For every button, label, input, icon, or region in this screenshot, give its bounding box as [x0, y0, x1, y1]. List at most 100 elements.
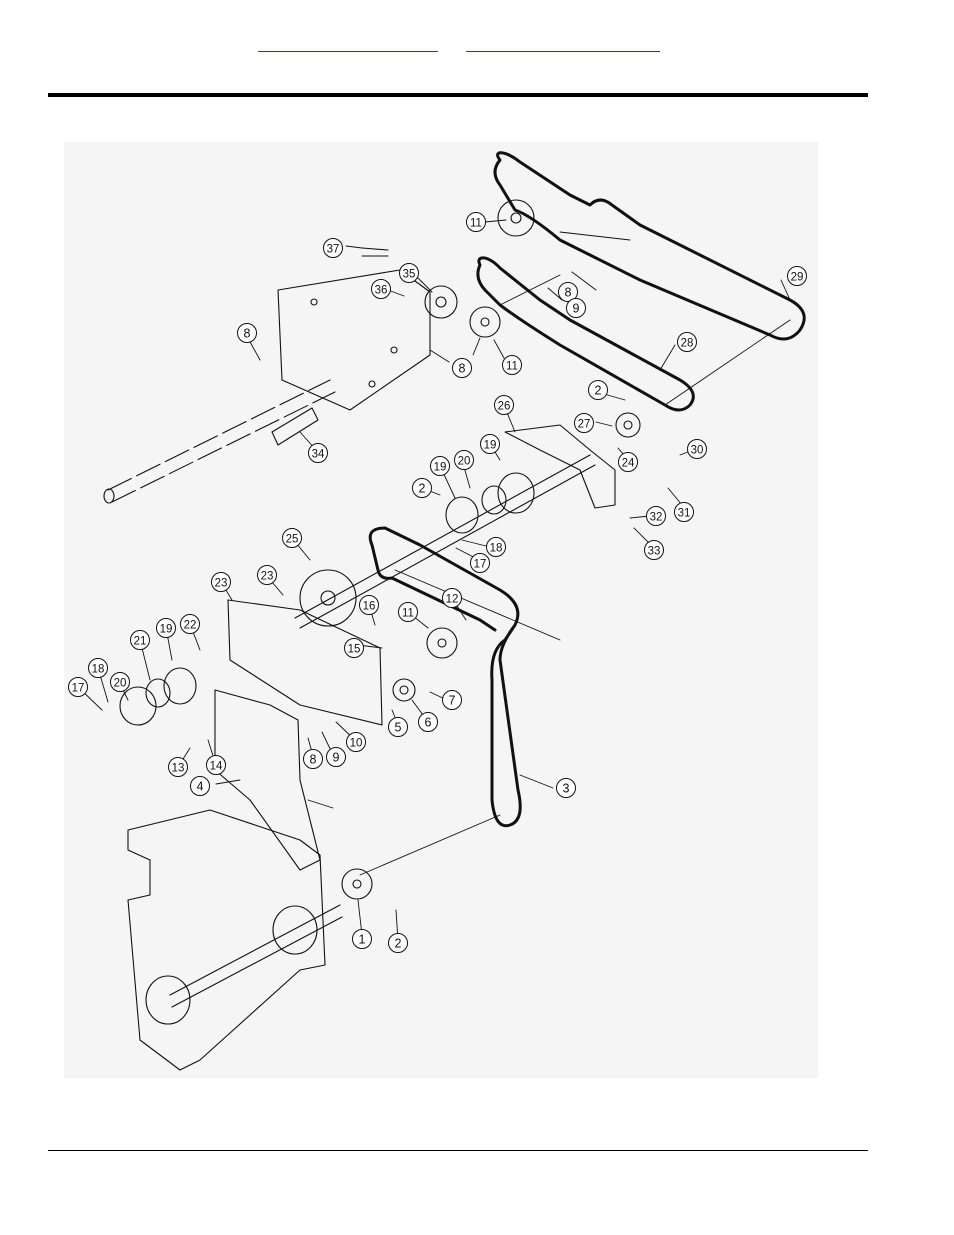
callout-29: 29 [788, 267, 807, 286]
callout-17: 17 [69, 678, 88, 697]
callout-22: 22 [181, 615, 200, 634]
callout-label: 19 [434, 462, 447, 474]
callout-23: 23 [258, 566, 277, 585]
callout-label: 29 [791, 272, 804, 284]
callout-2: 2 [389, 934, 408, 953]
callout-27: 27 [575, 414, 594, 433]
callout-11: 11 [467, 213, 486, 232]
callout-label: 5 [395, 721, 402, 735]
callout-label: 8 [310, 753, 317, 767]
callout-label: 10 [350, 738, 363, 750]
callout-label: 16 [363, 601, 376, 613]
callout-33: 33 [645, 541, 664, 560]
callout-13: 13 [169, 758, 188, 777]
callout-label: 15 [348, 644, 361, 656]
callout-label: 24 [622, 458, 635, 470]
callout-label: 17 [474, 559, 487, 571]
callout-2: 2 [413, 479, 432, 498]
callout-label: 8 [565, 286, 572, 300]
callout-label: 4 [197, 780, 204, 794]
callout-label: 20 [458, 456, 471, 468]
callout-label: 34 [312, 449, 325, 461]
callout-23: 23 [212, 573, 231, 592]
callout-label: 19 [160, 624, 173, 636]
callout-label: 25 [286, 534, 299, 546]
callout-label: 13 [172, 763, 185, 775]
callout-32: 32 [647, 507, 666, 526]
callout-label: 18 [92, 664, 105, 676]
callout-label: 8 [459, 362, 466, 376]
callout-11: 11 [399, 603, 418, 622]
callout-label: 6 [425, 716, 432, 730]
callout-19: 19 [157, 619, 176, 638]
callout-20: 20 [455, 451, 474, 470]
callout-label: 2 [395, 937, 402, 951]
callout-2: 2 [589, 381, 608, 400]
callout-label: 31 [678, 508, 691, 520]
callout-26: 26 [495, 396, 514, 415]
callout-11: 11 [503, 356, 522, 375]
callout-label: 32 [650, 512, 663, 524]
callout-21: 21 [131, 631, 150, 650]
callout-label: 3 [563, 782, 570, 796]
callout-15: 15 [345, 639, 364, 658]
callout-label: 11 [506, 361, 518, 373]
callout-8: 8 [238, 324, 257, 343]
callout-label: 36 [375, 285, 388, 297]
callout-label: 23 [215, 578, 228, 590]
callout-35: 35 [400, 264, 419, 283]
callout-label: 26 [498, 401, 511, 413]
callout-24: 24 [619, 453, 638, 472]
callout-19: 19 [481, 435, 500, 454]
callout-label: 23 [261, 571, 274, 583]
callout-label: 9 [573, 302, 580, 316]
callout-36: 36 [372, 280, 391, 299]
callout-1: 1 [353, 930, 372, 949]
callout-20: 20 [111, 673, 130, 692]
callout-25: 25 [283, 529, 302, 548]
callout-label: 8 [244, 327, 251, 341]
callout-label: 33 [648, 546, 661, 558]
callout-28: 28 [678, 333, 697, 352]
callout-6: 6 [419, 713, 438, 732]
callout-label: 11 [402, 608, 414, 620]
callout-label: 19 [484, 440, 497, 452]
callout-label: 37 [327, 244, 340, 256]
callout-14: 14 [207, 756, 226, 775]
callout-4: 4 [191, 777, 210, 796]
callout-37: 37 [324, 239, 343, 258]
callout-3: 3 [557, 779, 576, 798]
callout-34: 34 [309, 444, 328, 463]
callout-label: 2 [419, 482, 426, 496]
callout-31: 31 [675, 503, 694, 522]
callout-8: 8 [453, 359, 472, 378]
callout-label: 14 [210, 761, 223, 773]
callout-label: 12 [446, 594, 459, 606]
callout-5: 5 [389, 718, 408, 737]
callout-label: 27 [578, 419, 591, 431]
callout-label: 1 [359, 933, 366, 947]
callout-label: 11 [470, 218, 482, 230]
callout-10: 10 [347, 733, 366, 752]
callout-19: 19 [431, 457, 450, 476]
callout-18: 18 [89, 659, 108, 678]
callout-label: 2 [595, 384, 602, 398]
callout-label: 22 [184, 620, 197, 632]
callout-16: 16 [360, 596, 379, 615]
callout-18: 18 [487, 538, 506, 557]
footer-rule [48, 1150, 868, 1151]
callout-12: 12 [443, 589, 462, 608]
callout-7: 7 [443, 691, 462, 710]
callout-30: 30 [688, 440, 707, 459]
callout-label: 20 [114, 678, 127, 690]
callout-label: 30 [691, 445, 704, 457]
callout-label: 21 [134, 636, 147, 648]
callout-label: 9 [333, 751, 340, 765]
callout-8: 8 [304, 750, 323, 769]
callout-label: 17 [72, 683, 85, 695]
callout-17: 17 [471, 554, 490, 573]
callout-label: 35 [403, 269, 416, 281]
callout-label: 7 [449, 694, 456, 708]
callout-9: 9 [567, 299, 586, 318]
